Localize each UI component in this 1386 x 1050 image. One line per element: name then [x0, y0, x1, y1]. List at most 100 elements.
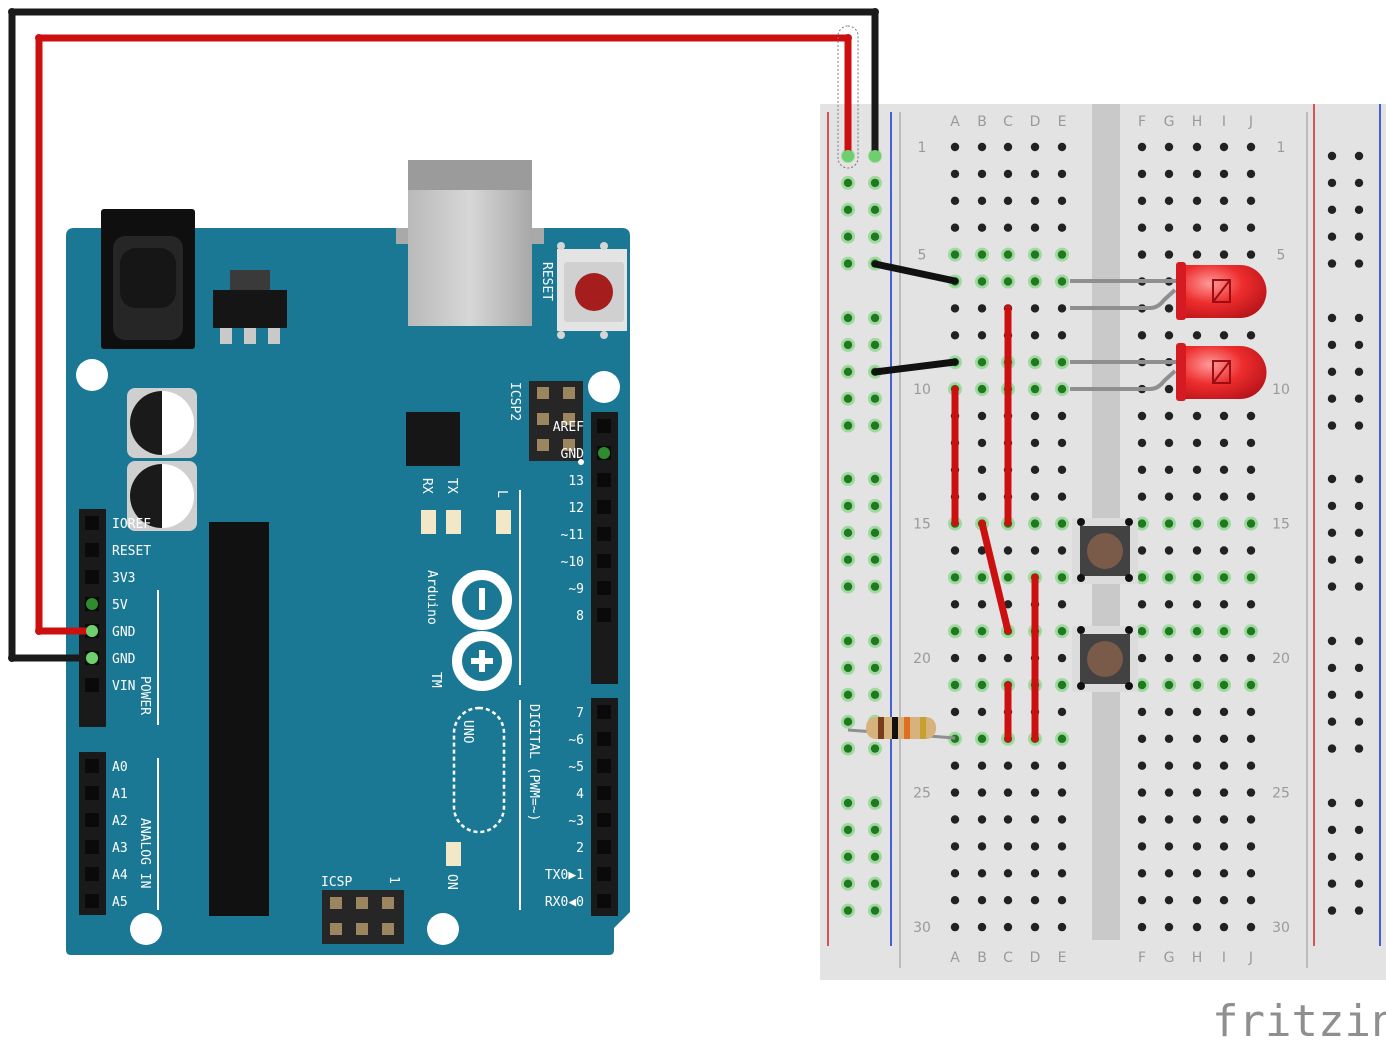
breadboard-hole	[1057, 600, 1067, 609]
breadboard-hole	[977, 600, 987, 609]
row-number: 20	[913, 651, 931, 667]
breadboard-hole	[1030, 304, 1040, 313]
header-pin[interactable]	[597, 419, 611, 433]
header-pin[interactable]	[597, 786, 611, 800]
breadboard-hole	[950, 331, 960, 340]
pin-label: ~11	[561, 528, 584, 543]
breadboard-hole	[1057, 922, 1067, 932]
pin-label: GND	[561, 447, 585, 462]
rail-hole	[1354, 879, 1364, 888]
breadboard-hole	[977, 438, 987, 448]
breadboard-hole	[1164, 331, 1174, 340]
column-label: D	[1030, 114, 1041, 130]
header-pin[interactable]	[597, 894, 611, 908]
breadboard-hole	[1137, 707, 1147, 717]
gnd-wire[interactable]	[8, 8, 879, 662]
connected-hole	[1246, 627, 1256, 636]
header-pin[interactable]	[85, 813, 99, 827]
header-pin[interactable]	[85, 867, 99, 881]
breadboard-hole	[1003, 546, 1013, 555]
breadboard-hole	[1030, 196, 1040, 205]
rail-hole	[870, 501, 880, 511]
breadboard-hole	[1246, 223, 1256, 232]
led-1[interactable]	[1070, 262, 1267, 320]
breadboard-hole	[1030, 331, 1040, 340]
breadboard-hole	[1057, 869, 1067, 878]
connected-hole	[1192, 627, 1202, 636]
rail-hole	[870, 636, 880, 646]
header-pin[interactable]	[85, 786, 99, 800]
rail-hole	[843, 367, 853, 376]
jumper-red-3[interactable]	[978, 519, 1012, 635]
breadboard-hole	[1192, 653, 1202, 663]
pin-label: 13	[568, 474, 584, 489]
rail-hole	[1354, 340, 1364, 350]
breadboard-hole	[977, 196, 987, 205]
header-pin[interactable]	[597, 473, 611, 487]
connected-hole	[977, 358, 987, 367]
connected-hole	[950, 680, 960, 690]
header-pin[interactable]	[85, 678, 99, 692]
pushbutton-1[interactable]	[1072, 518, 1138, 584]
connected-hole	[1057, 573, 1067, 582]
connected-hole	[1246, 573, 1256, 582]
header-pin[interactable]	[597, 554, 611, 568]
led-2[interactable]	[1070, 343, 1267, 401]
breadboard-hole	[1003, 896, 1013, 905]
breadboard-hole	[1057, 842, 1067, 851]
breadboard-hole	[950, 896, 960, 905]
header-pin[interactable]	[85, 840, 99, 854]
header-pin[interactable]	[597, 813, 611, 827]
header-pin[interactable]	[597, 608, 611, 622]
connected-hole	[977, 734, 987, 743]
connected-hole	[1219, 573, 1229, 582]
pushbutton-2[interactable]	[1072, 626, 1138, 692]
header-pin[interactable]	[597, 705, 611, 719]
rail-hole	[843, 555, 853, 564]
icsp-pin1-label: 1	[386, 876, 401, 884]
header-pin[interactable]	[85, 516, 99, 530]
wire-endpoint	[842, 150, 854, 162]
wire-endpoint	[869, 150, 881, 162]
jumper-black-2[interactable]	[871, 358, 959, 376]
breadboard-hole	[1246, 842, 1256, 851]
header-pin[interactable]	[597, 759, 611, 773]
header-pin[interactable]	[597, 527, 611, 541]
header-pin[interactable]	[597, 867, 611, 881]
rail-hole	[843, 663, 853, 673]
breadboard-hole	[1137, 788, 1147, 797]
breadboard-hole	[1192, 842, 1202, 851]
header-pin[interactable]	[597, 581, 611, 595]
connected-hole	[1246, 519, 1256, 528]
breadboard-hole	[1137, 250, 1147, 259]
header-pin[interactable]	[85, 543, 99, 557]
breadboard-hole	[977, 761, 987, 770]
row-number: 1	[1277, 140, 1286, 156]
connected-hole	[1164, 680, 1174, 690]
header-pin[interactable]	[597, 500, 611, 514]
breadboard-hole	[1137, 169, 1147, 179]
header-pin[interactable]	[85, 759, 99, 773]
header-pin[interactable]	[85, 894, 99, 908]
breadboard-hole	[1164, 869, 1174, 878]
rail-hole	[1354, 151, 1364, 161]
breadboard-hole	[1030, 869, 1040, 878]
header-pin[interactable]	[85, 570, 99, 584]
pin-label: TX0▶1	[545, 868, 584, 883]
breadboard-hole	[1246, 438, 1256, 448]
pin-label: ~10	[561, 555, 584, 570]
header-pin[interactable]	[597, 840, 611, 854]
breadboard-hole	[977, 788, 987, 797]
resistor[interactable]	[847, 717, 956, 740]
header-pin[interactable]	[597, 732, 611, 746]
5v-wire[interactable]	[35, 25, 859, 635]
breadboard-hole	[1219, 761, 1229, 770]
uno-label: UNO	[460, 720, 475, 744]
rail-hole	[870, 232, 880, 241]
jumper-black-1[interactable]	[871, 260, 959, 285]
breadboard-hole	[950, 600, 960, 609]
pin-label: 8	[576, 609, 584, 624]
rail-hole	[1327, 474, 1337, 484]
analog-header	[79, 752, 106, 915]
reset-button[interactable]	[557, 242, 627, 339]
